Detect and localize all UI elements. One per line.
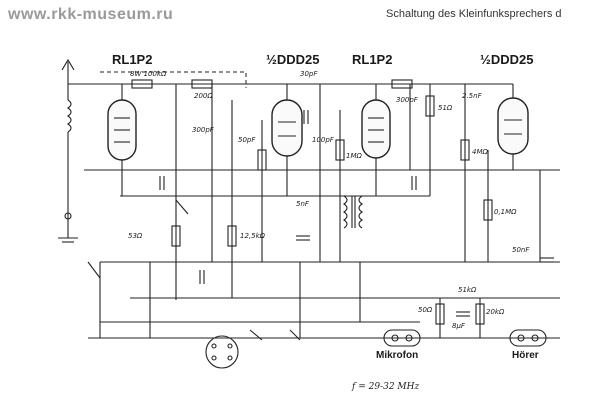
tube-2-label: ½DDD25 xyxy=(266,52,320,67)
capacitor-label: 8µF xyxy=(452,322,465,330)
resistors xyxy=(131,79,493,325)
capacitor-label: 300pF xyxy=(396,96,418,104)
tube-4-label: ½DDD25 xyxy=(480,52,534,67)
mic-connector-label: Mikrofon xyxy=(376,350,419,361)
tube-4-symbol xyxy=(497,97,529,155)
tube-1-symbol xyxy=(107,99,137,161)
resistor-label: 51kΩ xyxy=(458,286,477,294)
dashed-coupling xyxy=(100,71,247,88)
verticals xyxy=(99,83,541,338)
diagram-title: Schaltung des Kleinfunksprechers d xyxy=(386,8,562,20)
resistor-label: 200Ω xyxy=(194,92,213,100)
resistor-label: 0,1MΩ xyxy=(494,208,517,216)
frequency-label: f = 29-32 MHz xyxy=(352,382,420,392)
capacitor-label: 100pF xyxy=(312,136,334,144)
transformer xyxy=(343,195,363,229)
capacitor-label: 5nF xyxy=(296,200,309,208)
tube-3-label: RL1P2 xyxy=(352,52,393,67)
multi-pin-socket xyxy=(205,335,239,369)
resistor-label: 53Ω xyxy=(128,232,143,240)
capacitor-label: 50pF xyxy=(238,136,256,144)
mic-connector xyxy=(383,329,421,347)
rails xyxy=(68,83,560,339)
capacitor-label: 50nF xyxy=(512,246,530,254)
phone-connector-label: Hörer xyxy=(512,350,539,361)
tube-2-symbol xyxy=(271,99,303,157)
tube-3-symbol xyxy=(361,99,391,159)
resistor-label: 51Ω xyxy=(438,104,453,112)
switches xyxy=(87,199,301,341)
capacitor-label: 2.5nF xyxy=(462,92,482,100)
capacitor-label: 30pF xyxy=(300,70,318,78)
resistor-label: 12,5kΩ xyxy=(240,232,265,240)
resistor-label: 50Ω xyxy=(418,306,433,314)
phone-connector xyxy=(509,329,547,347)
site-watermark: www.rkk-museum.ru xyxy=(8,6,174,23)
resistor-label: 8W 100kΩ xyxy=(130,70,167,78)
tube-1-label: RL1P2 xyxy=(112,52,153,67)
antenna-symbol xyxy=(61,58,75,100)
resistor-label: 20kΩ xyxy=(486,308,505,316)
resistor-label: 4MΩ xyxy=(472,148,488,156)
capacitor-label: 300pF xyxy=(192,126,214,134)
capacitors xyxy=(159,110,554,317)
resistor-label: 1MΩ xyxy=(346,152,362,160)
antenna-coil xyxy=(58,99,78,243)
